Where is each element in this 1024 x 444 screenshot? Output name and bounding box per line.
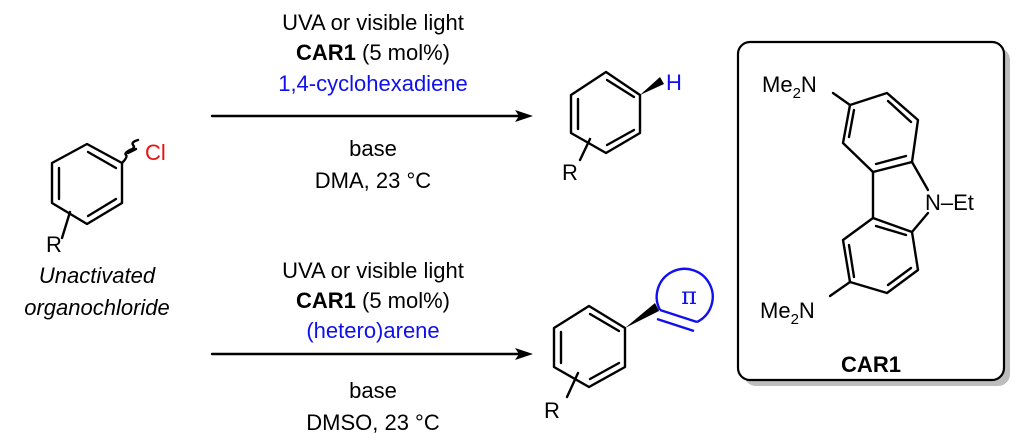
arene-product-structure: H R: [562, 70, 682, 185]
bottom-reaction-arrow: [210, 348, 533, 360]
top-dimethylamino-label: Me2N: [762, 72, 817, 102]
bottom-condition-solvent: DMSO, 23 °C: [306, 410, 440, 435]
n-ethyl-label: N–Et: [925, 190, 974, 215]
bottom-condition-catalyst: CAR1 (5 mol%): [296, 288, 450, 313]
top-condition-reagent: 1,4-cyclohexadiene: [278, 71, 468, 96]
r-label: R: [562, 160, 578, 185]
r-label: R: [46, 232, 62, 257]
bottom-condition-base: base: [349, 378, 397, 403]
bottom-dimethylamino-label: Me2N: [760, 298, 815, 328]
r-label: R: [544, 398, 560, 423]
top-condition-base: base: [349, 136, 397, 161]
bottom-condition-light: UVA or visible light: [282, 258, 464, 283]
chlorine-label: Cl: [145, 140, 166, 165]
top-reaction-arrow: [210, 110, 533, 122]
catalyst-name: CAR1: [841, 352, 901, 377]
top-condition-catalyst: CAR1 (5 mol%): [296, 40, 450, 65]
biaryl-product-structure: R π: [544, 267, 714, 423]
pi-system-label: π: [681, 282, 697, 310]
hydrogen-label: H: [666, 70, 682, 95]
catalyst-box: Me2N Me2N N–Et CAR1: [736, 40, 1010, 386]
top-condition-solvent: DMA, 23 °C: [315, 168, 431, 193]
organochloride-structure: Cl R: [46, 138, 166, 257]
reactant-label-2: organochloride: [24, 295, 170, 320]
reactant-label-1: Unactivated: [39, 263, 156, 288]
top-condition-light: UVA or visible light: [282, 10, 464, 35]
bottom-condition-reagent: (hetero)arene: [306, 318, 439, 343]
